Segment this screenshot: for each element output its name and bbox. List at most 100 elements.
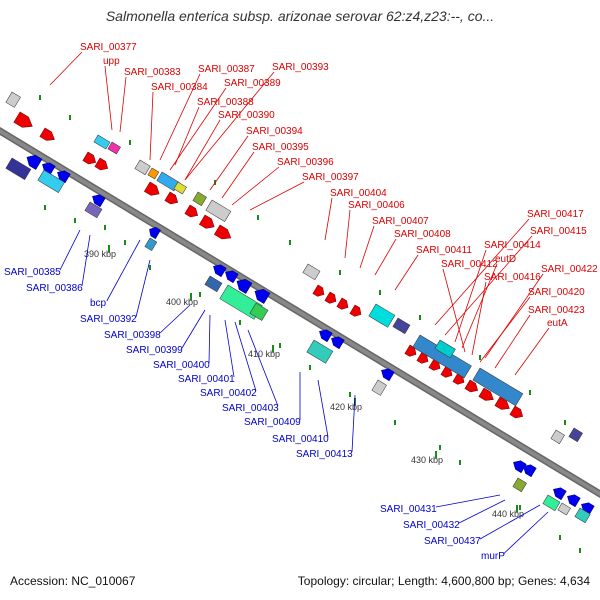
gene-label-forward: SARI_00420 — [528, 287, 585, 298]
gene-label-forward: SARI_00384 — [151, 82, 208, 93]
gene-block-blue — [204, 275, 223, 293]
gene-arrow-reverse — [213, 264, 227, 278]
leader-line — [247, 329, 279, 407]
leader-line — [234, 321, 257, 392]
label-layer: SARI_00377uppSARI_00383SARI_00384SARI_00… — [4, 42, 598, 562]
gene-label-forward: upp — [103, 56, 120, 67]
gene-arrow-forward — [164, 191, 179, 205]
gene-arrow-forward — [143, 181, 160, 196]
gene-block-navy — [392, 317, 411, 335]
accession-text: Accession: NC_010067 — [10, 574, 136, 588]
leader-line — [444, 235, 533, 336]
gene-label-forward: SARI_00407 — [372, 216, 429, 227]
leader-line — [221, 151, 255, 199]
map-title: Salmonella enterica subsp. arizonae sero… — [105, 8, 495, 24]
leader-line — [169, 87, 227, 171]
leader-line — [479, 296, 531, 363]
gene-label-forward: SARI_00415 — [530, 226, 587, 237]
gene-label-forward: eutA — [547, 318, 568, 329]
gene-arrow-reverse — [149, 227, 161, 240]
gene-block-green — [249, 302, 269, 321]
gene-arrow-reverse — [254, 288, 271, 304]
gene-arrow-reverse — [92, 194, 106, 208]
gene-arrow-forward — [39, 127, 55, 141]
gene-label-forward: SARI_00390 — [218, 110, 275, 121]
leader-line — [208, 314, 211, 364]
leader-line — [458, 499, 506, 524]
leader-line — [454, 249, 487, 343]
gene-block-cyan — [37, 169, 65, 193]
gene-block-blue — [144, 237, 158, 252]
leader-line — [434, 218, 530, 326]
leader-line — [394, 254, 419, 291]
gene-arrow-forward — [336, 297, 349, 310]
leader-line — [135, 259, 151, 318]
gene-label-forward: SARI_00408 — [394, 229, 451, 240]
gene-block-green — [542, 494, 561, 512]
gene-label-forward: SARI_00393 — [272, 62, 329, 73]
gene-arrow-forward — [82, 151, 97, 165]
leader-line — [503, 511, 549, 555]
gene-block-gray — [557, 502, 571, 516]
gene-arrow-reverse — [331, 336, 345, 350]
gene-arrow-forward — [509, 405, 524, 419]
gene-block-gray — [5, 91, 21, 108]
leader-line — [119, 76, 127, 133]
leader-layer — [49, 51, 550, 555]
gene-label-forward: SARI_00395 — [252, 142, 309, 153]
gene-label-forward: SARI_00416 — [484, 272, 541, 283]
gene-label-forward: SARI_00414 — [484, 240, 541, 251]
gene-arrow-reverse — [381, 368, 395, 382]
gene-label-forward: SARI_00387 — [198, 64, 255, 75]
leader-line — [324, 197, 333, 241]
gene-label-reverse: SARI_00437 — [424, 536, 481, 547]
leader-line — [435, 494, 501, 508]
gene-label-forward: SARI_00388 — [197, 97, 254, 108]
gene-label-forward: SARI_00417 — [527, 209, 584, 220]
leader-line — [159, 73, 201, 161]
gene-arrow-reverse — [553, 487, 567, 501]
gene-arrow-reverse — [513, 460, 527, 474]
leader-line — [494, 314, 531, 369]
leader-line — [479, 504, 541, 540]
gene-label-forward: SARI_00383 — [124, 67, 181, 78]
gene-block-cyan — [93, 134, 111, 150]
kbp-tick-label: 410 kbp — [248, 349, 280, 359]
leader-line — [184, 71, 275, 181]
gene-arrow-forward — [349, 304, 362, 317]
gene-label-forward: SARI_00423 — [528, 305, 585, 316]
leader-line — [351, 394, 356, 453]
gene-label-forward: SARI_00411 — [416, 245, 472, 256]
leader-line — [317, 379, 329, 438]
gene-label-reverse: SARI_00432 — [403, 520, 460, 531]
gene-label-reverse: SARI_00409 — [244, 417, 301, 428]
gene-label-reverse: SARI_00410 — [272, 434, 329, 445]
leader-line — [461, 263, 498, 349]
kbp-tick-label: 420 kbp — [330, 402, 362, 412]
gene-arrow-reverse — [225, 270, 239, 284]
gene-arrow-forward — [94, 157, 109, 171]
gene-label-forward: SARI_00396 — [277, 157, 334, 168]
gene-arrow-forward — [324, 291, 337, 304]
backbone-layer — [0, 126, 600, 499]
gene-arrow-forward — [13, 111, 33, 128]
gene-arrow-reverse — [567, 494, 581, 508]
gene-label-reverse: SARI_00399 — [126, 345, 183, 356]
gene-arrow-forward — [198, 214, 215, 229]
gene-label-reverse: SARI_00401 — [178, 374, 235, 385]
gene-label-reverse: SARI_00385 — [4, 267, 61, 278]
leader-line — [231, 166, 280, 206]
gene-label-forward: SARI_00389 — [224, 78, 281, 89]
gene-arrow-forward — [184, 204, 199, 218]
gene-block-teal — [574, 507, 591, 524]
gene-label-forward: SARI_00404 — [330, 188, 387, 199]
kbp-tick-label: 400 kbp — [166, 297, 198, 307]
backbone — [0, 128, 600, 497]
gene-label-forward: SARI_00422 — [541, 264, 598, 275]
leader-line — [249, 181, 305, 211]
gene-block-gray — [550, 429, 565, 445]
gene-block-yellow — [173, 181, 187, 195]
leader-line — [49, 51, 83, 86]
gene-block-teal — [306, 339, 334, 364]
